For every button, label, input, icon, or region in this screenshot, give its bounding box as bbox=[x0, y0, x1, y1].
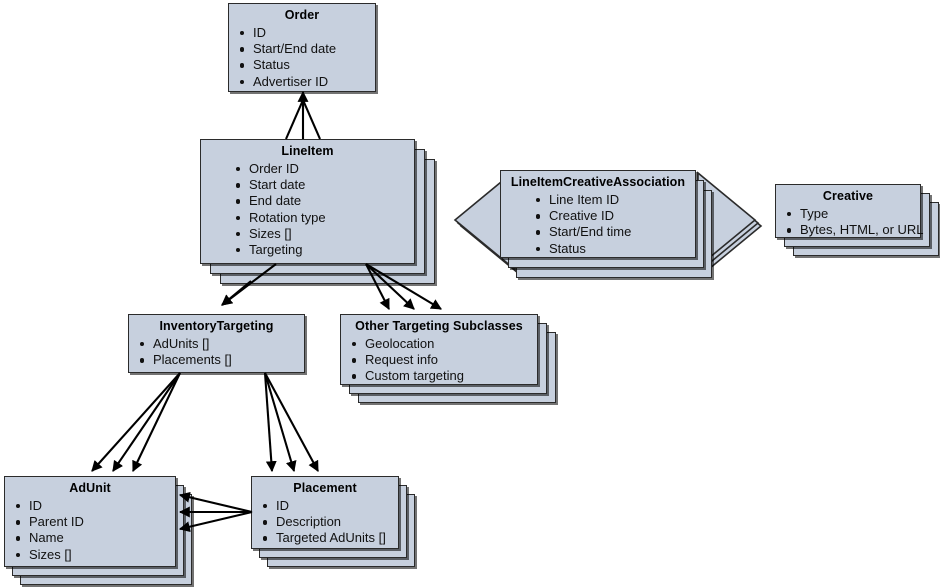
entity-other-targeting-fields: Geolocation Request info Custom targetin… bbox=[341, 336, 537, 385]
entity-ad-unit-fields: ID Parent ID Name Sizes [] bbox=[5, 498, 175, 563]
field: End date bbox=[235, 193, 414, 209]
relationship-inventorytargeting-to-adunit bbox=[91, 372, 181, 472]
entity-line-item-card[interactable]: LineItem Order ID Start date End date Ro… bbox=[200, 139, 415, 264]
field: Order ID bbox=[235, 161, 414, 177]
field: Bytes, HTML, or URL bbox=[786, 222, 924, 238]
entity-ad-unit[interactable]: AdUnit ID Parent ID Name Sizes [] bbox=[4, 476, 204, 586]
entity-lica-fields: Line Item ID Creative ID Start/End time … bbox=[501, 192, 695, 257]
entity-other-targeting-subclasses[interactable]: Other Targeting Subclasses Geolocation R… bbox=[340, 314, 562, 406]
entity-placement-fields: ID Description Targeted AdUnits [] bbox=[252, 498, 398, 547]
field: Name bbox=[15, 530, 175, 546]
field: Type bbox=[786, 206, 920, 222]
field: Custom targeting bbox=[351, 368, 537, 384]
field: Creative ID bbox=[535, 208, 695, 224]
entity-line-item[interactable]: LineItem Order ID Start date End date Ro… bbox=[200, 139, 442, 285]
field: ID bbox=[15, 498, 175, 514]
field: Start/End date bbox=[239, 41, 375, 57]
entity-inventory-targeting[interactable]: InventoryTargeting AdUnits [] Placements… bbox=[128, 314, 305, 373]
field: Start date bbox=[235, 177, 414, 193]
entity-lica-title: LineItemCreativeAssociation bbox=[510, 175, 686, 189]
entity-creative[interactable]: Creative Type Bytes, HTML, or URL bbox=[775, 184, 940, 264]
entity-creative-card[interactable]: Creative Type Bytes, HTML, or URL bbox=[775, 184, 924, 238]
entity-order-card[interactable]: Order ID Start/End date Status Advertise… bbox=[228, 3, 376, 92]
entity-lica-card[interactable]: LineItemCreativeAssociation Line Item ID… bbox=[500, 170, 696, 258]
field: Sizes [] bbox=[235, 226, 414, 242]
entity-other-targeting-title: Other Targeting Subclasses bbox=[355, 319, 523, 333]
entity-order-title: Order bbox=[284, 8, 320, 22]
entity-order-fields: ID Start/End date Status Advertiser ID bbox=[229, 25, 375, 90]
entity-placement-card[interactable]: Placement ID Description Targeted AdUnit… bbox=[251, 476, 399, 549]
entity-inventory-targeting-title: InventoryTargeting bbox=[159, 319, 274, 333]
field: Targeted AdUnits [] bbox=[262, 530, 398, 546]
entity-line-item-creative-association[interactable]: LineItemCreativeAssociation Line Item ID… bbox=[500, 170, 712, 285]
entity-placement[interactable]: Placement ID Description Targeted AdUnit… bbox=[251, 476, 423, 568]
field: Request info bbox=[351, 352, 537, 368]
field: ID bbox=[262, 498, 398, 514]
field: Targeting bbox=[235, 242, 414, 258]
field: Parent ID bbox=[15, 514, 175, 530]
relationship-inventorytargeting-to-placement bbox=[263, 372, 319, 473]
field: AdUnits [] bbox=[139, 336, 304, 352]
field: Description bbox=[262, 514, 398, 530]
entity-ad-unit-title: AdUnit bbox=[69, 481, 111, 495]
field: ID bbox=[239, 25, 375, 41]
entity-ad-unit-card[interactable]: AdUnit ID Parent ID Name Sizes [] bbox=[4, 476, 176, 567]
entity-placement-title: Placement bbox=[293, 481, 357, 495]
entity-inventory-targeting-fields: AdUnits [] Placements [] bbox=[129, 336, 304, 368]
entity-order[interactable]: Order ID Start/End date Status Advertise… bbox=[228, 3, 376, 92]
entity-creative-fields: Type Bytes, HTML, or URL bbox=[776, 206, 924, 238]
field: Sizes [] bbox=[15, 547, 175, 563]
entity-inventory-targeting-card[interactable]: InventoryTargeting AdUnits [] Placements… bbox=[128, 314, 305, 373]
entity-other-targeting-card[interactable]: Other Targeting Subclasses Geolocation R… bbox=[340, 314, 538, 385]
field: Status bbox=[239, 57, 375, 73]
entity-line-item-title: LineItem bbox=[281, 144, 334, 158]
field: Rotation type bbox=[235, 210, 414, 226]
field: Advertiser ID bbox=[239, 74, 375, 90]
entity-line-item-fields: Order ID Start date End date Rotation ty… bbox=[201, 161, 414, 258]
field: Status bbox=[535, 241, 695, 257]
entity-creative-title: Creative bbox=[822, 189, 874, 203]
field: Line Item ID bbox=[535, 192, 695, 208]
relationship-lineitem-to-order bbox=[285, 90, 321, 140]
field: Start/End time bbox=[535, 224, 695, 240]
field: Geolocation bbox=[351, 336, 537, 352]
field: Placements [] bbox=[139, 352, 304, 368]
